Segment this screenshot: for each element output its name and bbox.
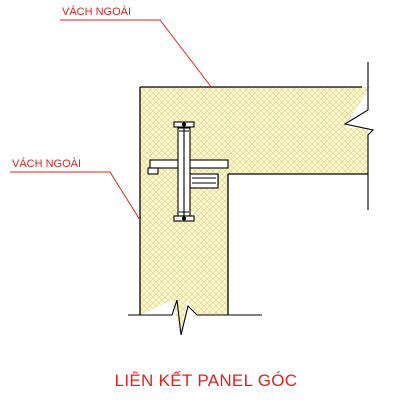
corner-panel-hatch xyxy=(140,87,370,335)
label-outer-wall-top: VÁCH NGOÀI xyxy=(62,6,132,18)
right-break-line xyxy=(343,62,375,210)
leader-top xyxy=(60,19,213,89)
drawing-title: LIÊN KẾT PANEL GÓC xyxy=(114,371,298,390)
leader-left xyxy=(10,171,141,221)
bottom-break-line xyxy=(128,299,262,336)
bolt-assembly xyxy=(173,121,195,222)
panel-outline xyxy=(139,86,368,315)
label-outer-wall-left: VÁCH NGOÀI xyxy=(12,158,82,170)
